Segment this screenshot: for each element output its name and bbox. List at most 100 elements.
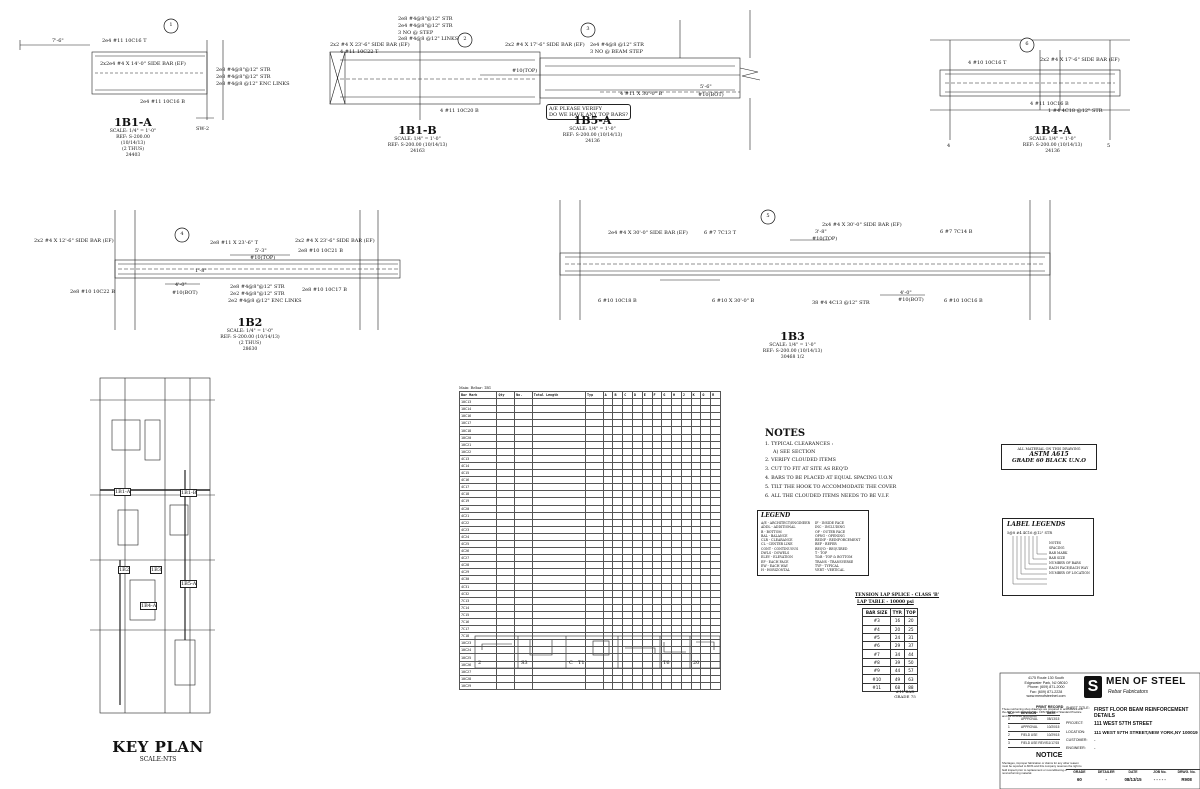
schedule-cell (514, 497, 533, 506)
schedule-cell (680, 667, 692, 676)
schedule-cell (690, 490, 702, 499)
schedule-row: 4C20 (458, 504, 721, 513)
dimension: 3'-8" (815, 229, 827, 235)
schedule-cell (585, 632, 604, 641)
schedule-cell (622, 561, 633, 570)
schedule-cell (612, 646, 624, 655)
schedule-cell (585, 539, 604, 549)
schedule-cell (585, 681, 604, 690)
schedule-cell (514, 490, 533, 499)
schedule-cell-mark: 4C22 (458, 518, 498, 527)
schedule-cell (671, 433, 682, 442)
schedule-cell (680, 525, 692, 534)
schedule-cell (496, 589, 516, 598)
schedule-cell (496, 667, 516, 676)
address-line: Edgewater Park, NJ 08010 (1024, 680, 1068, 685)
schedule-cell (700, 433, 712, 442)
schedule-cell (622, 554, 633, 563)
legend-item: CL - CENTER LINE (761, 542, 793, 547)
legend-item: VERT - VERTICAL (815, 568, 845, 573)
schedule-cell (661, 681, 673, 690)
callout: 2e8 #4@8 @12" LINKS (398, 36, 459, 42)
schedule-cell-mark: 4C17 (458, 483, 498, 492)
schedule-cell (641, 483, 653, 492)
schedule-cell (612, 554, 624, 563)
schedule-cell (671, 582, 682, 591)
schedule-cell (585, 440, 604, 449)
schedule-cell (612, 532, 624, 541)
schedule-cell (514, 440, 533, 449)
schedule-cell (631, 617, 643, 627)
schedule-cell (496, 625, 516, 634)
revision-cell: 10/20/15 (1047, 725, 1060, 729)
legend-item: REF - REFER (815, 542, 837, 547)
schedule-cell (690, 511, 702, 520)
schedule-cell-mark: 10C20 (458, 433, 498, 442)
schedule-cell (680, 660, 692, 669)
schedule-cell (602, 440, 614, 449)
schedule-cell (622, 476, 633, 485)
schedule-cell (671, 398, 682, 407)
detail-ref: REF: S-200.00 (10/14/13) (762, 349, 823, 354)
footer-value-cell: - (1105, 777, 1107, 782)
schedule-cell (680, 568, 692, 577)
schedule-cell (700, 461, 712, 471)
schedule-cell (651, 632, 663, 641)
schedule-cell (690, 539, 702, 549)
schedule-cell (671, 667, 682, 676)
lap-cell: 34 (890, 649, 905, 659)
detail-code: 24136 (1045, 149, 1060, 154)
schedule-header-cell: K (690, 390, 702, 400)
schedule-cell (651, 532, 663, 541)
detail-title-block: 1B1-B SCALE: 1/4" = 1'-0" REF: S-200.00 … (385, 124, 450, 155)
schedule-cell (680, 603, 692, 612)
beam-1b5a (539, 57, 741, 99)
revision-cell: 10/29/15 (1047, 733, 1060, 737)
schedule-cell (622, 518, 633, 527)
callout: 2e8 #4@8 @12" ENC LINKS (216, 81, 290, 87)
schedule-cell (671, 575, 682, 584)
schedule-cell (710, 412, 721, 421)
legend-item: OPNG - OPENING (815, 533, 845, 538)
schedule-cell (680, 398, 692, 407)
dimension: 5'-6" (700, 84, 712, 90)
schedule-cell (585, 660, 604, 669)
schedule-cell (514, 483, 533, 492)
schedule-cell-mark: 4C23 (458, 525, 498, 534)
detail-ref: REF: S-200.00 (10/14/13) (387, 143, 448, 148)
schedule-cell (585, 525, 604, 534)
callout: 6 #7 7C13 T (704, 230, 737, 236)
schedule-cell (602, 504, 614, 513)
schedule-cell (690, 589, 702, 598)
location: 111 WEST 57TH STREET,NEW YORK,NY 100019 (1094, 730, 1198, 735)
schedule-cell (710, 660, 721, 669)
schedule-cell (680, 610, 692, 620)
detail-title-block: 1B2 SCALE: 1/4" = 1'-0" REF: S-200.00 (1… (215, 316, 285, 353)
schedule-row: 4C13 (458, 454, 721, 463)
schedule-cell (612, 568, 624, 577)
schedule-cell (496, 476, 516, 485)
schedule-cell (690, 610, 702, 620)
schedule-row: 4C32 (458, 589, 721, 598)
schedule-cell (612, 497, 624, 506)
schedule-row: 4C16 (458, 476, 721, 485)
schedule-cell (602, 483, 614, 492)
schedule-cell (710, 547, 721, 556)
schedule-cell-mark: 4C26 (458, 547, 498, 556)
schedule-cell (602, 469, 614, 478)
schedule-cell (531, 539, 587, 549)
note-item: 6. ALL THE CLOUDED ITEMS NEEDS TO BE V.I… (765, 494, 890, 499)
lap-cell: 49 (890, 674, 905, 684)
beam-1b1a (91, 51, 208, 95)
schedule-row: 10C14 (458, 405, 721, 414)
schedule-cell (612, 625, 624, 634)
section-mark: 5 (766, 213, 770, 219)
schedule-cell (585, 447, 604, 456)
lap-cell: #7 (861, 649, 892, 659)
schedule-cell (622, 539, 633, 549)
schedule-cell (690, 440, 702, 449)
schedule-cell (585, 653, 604, 662)
